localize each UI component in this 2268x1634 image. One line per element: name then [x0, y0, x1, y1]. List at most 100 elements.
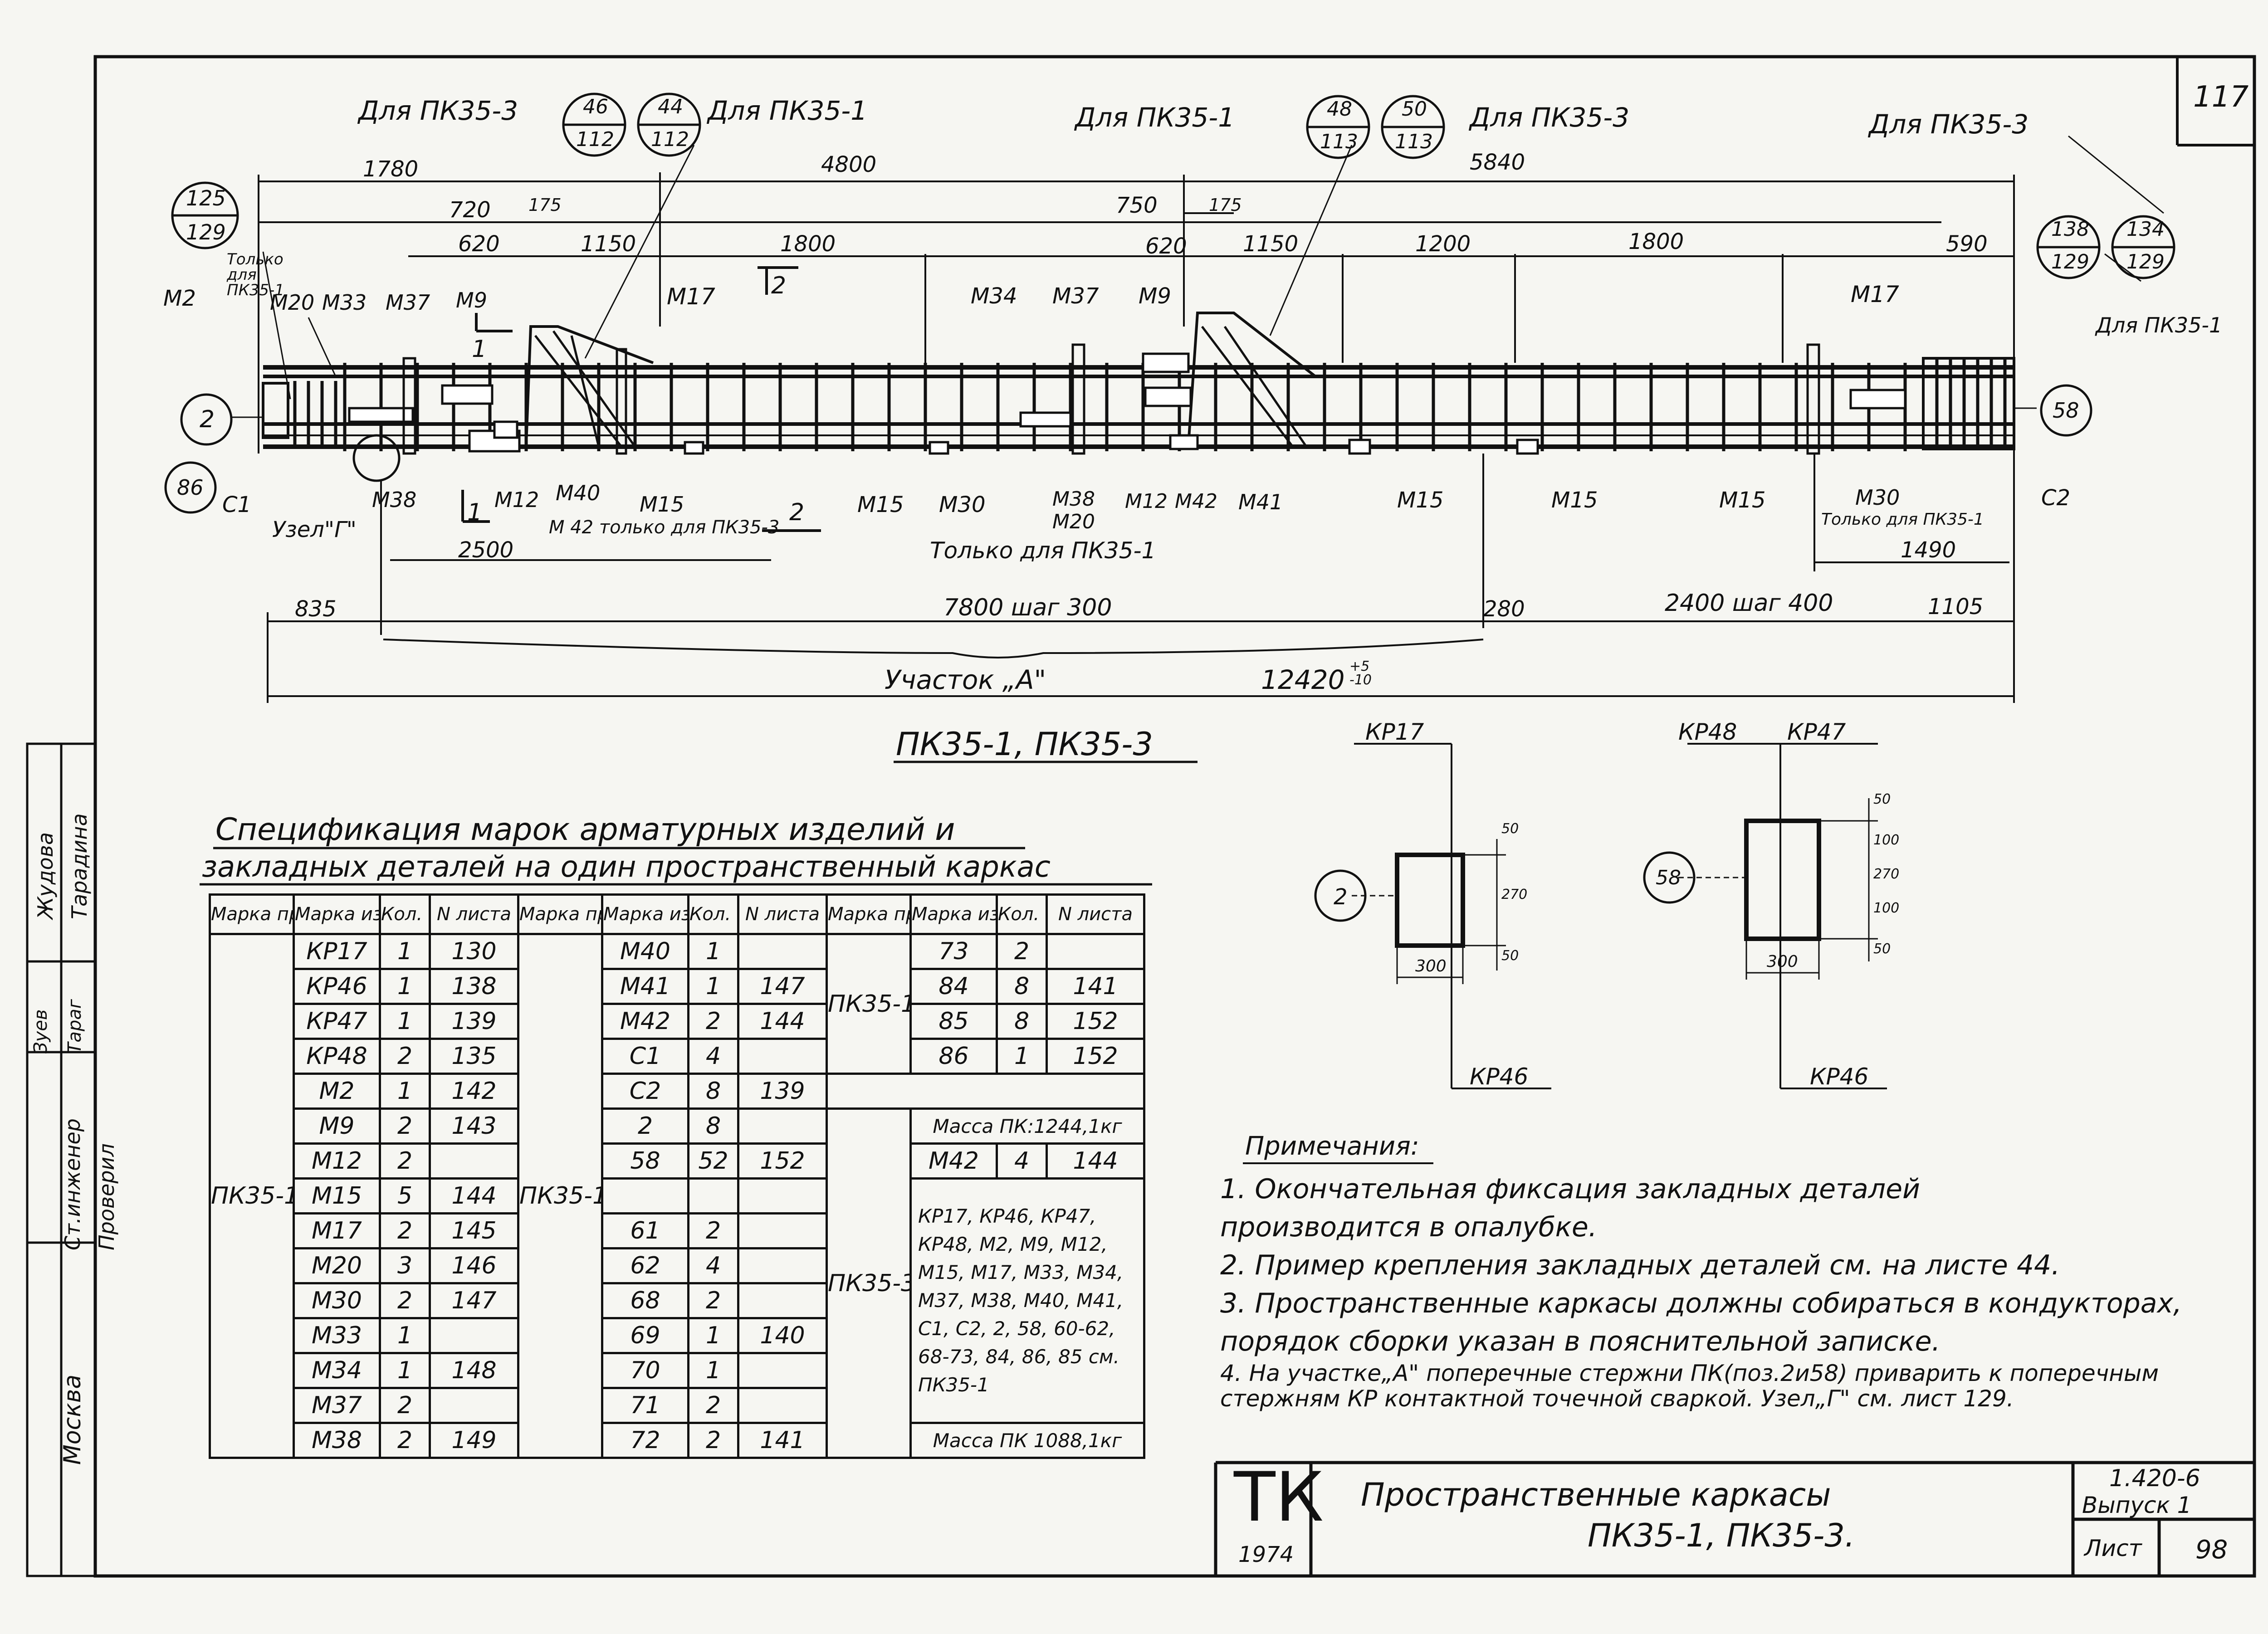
- stamp-title-line1: Пространственные каркасы: [1361, 1476, 1831, 1513]
- mark-m37b: М37: [1052, 283, 1099, 309]
- callout-46: 46: [583, 95, 608, 118]
- spec-table: Марка простр. каркаса Марка изде- лия Ко…: [209, 893, 1145, 1459]
- sheet-cell: 142: [429, 1073, 519, 1110]
- dim-1490: 1490: [1901, 537, 1956, 563]
- dim-tolerance: +5 -10: [1349, 658, 1372, 688]
- sec-dim-100a: 100: [1873, 832, 1900, 848]
- item-cell: М34: [293, 1352, 381, 1389]
- notes-title: Примечания:: [1245, 1132, 1419, 1161]
- qty-cell: 8: [687, 1073, 739, 1110]
- mark-m37a: М37: [386, 290, 430, 315]
- item-cell: М38: [293, 1422, 381, 1459]
- item-cell: 72: [601, 1422, 689, 1459]
- item-cell: М33: [293, 1317, 381, 1354]
- sec-dim-50d: 50: [1873, 941, 1891, 957]
- qty-cell: 1: [687, 968, 739, 1005]
- side-stamp: [26, 742, 97, 1577]
- dim-4800: 4800: [821, 152, 877, 177]
- sheet-cell: 140: [737, 1317, 828, 1354]
- note-line-4: 3. Пространственные каркасы должны собир…: [1220, 1288, 2182, 1319]
- callout-113a: 113: [1320, 130, 1358, 153]
- sheet-cell: 149: [429, 1422, 519, 1459]
- callout-113b: 113: [1395, 130, 1433, 153]
- note-m42-pk353: М 42 только для ПК35-3: [549, 517, 780, 538]
- mark-m9a: М9: [456, 288, 487, 312]
- hdr-item-2: Марка изде- лия: [601, 893, 689, 935]
- note-line-6: 4. На участке„А" поперечные стержни ПК(п…: [1220, 1360, 2159, 1386]
- hdr-sheet-3: N листа: [1046, 893, 1145, 935]
- mass-cell-1: Масса ПК:1244,1кг: [909, 1107, 1145, 1145]
- sec-dim-100b: 100: [1873, 900, 1900, 916]
- qty-cell: 1: [379, 1352, 431, 1389]
- sec-dim-50b: 50: [1501, 948, 1519, 964]
- label-for-pk351-mid: Для ПК35-1: [1075, 102, 1235, 133]
- item-cell: 73: [909, 933, 998, 970]
- qty-cell: 2: [687, 1003, 739, 1040]
- spec-header-row: Марка простр. каркаса Марка изде- лия Ко…: [209, 893, 1145, 935]
- sheet-cell: [429, 1142, 519, 1180]
- mark-m42: М42: [1175, 490, 1217, 513]
- sheet-cell: 138: [429, 968, 519, 1005]
- dim-620b: 620: [1145, 234, 1187, 259]
- label-for-pk353-mid: Для ПК35-3: [1470, 102, 1630, 133]
- section-mark-1-bottom: 1: [467, 499, 483, 526]
- mark-m34: М34: [971, 283, 1017, 309]
- item-cell: 62: [601, 1247, 689, 1284]
- stamp-sheet-number: 98: [2195, 1535, 2228, 1565]
- sheet-cell: [1046, 933, 1145, 970]
- hdr-qty-3: Кол. шт.: [996, 893, 1048, 935]
- qty-cell: 2: [379, 1142, 431, 1180]
- label-for-pk353-left: Для ПК35-3: [358, 95, 518, 126]
- hdr-frame-1: Марка простр. каркаса: [209, 893, 295, 935]
- sheet-cell: 148: [429, 1352, 519, 1389]
- callout-112b: 112: [651, 128, 689, 151]
- hdr-frame-2: Марка простр. каркаса: [517, 893, 603, 935]
- dim-1800b: 1800: [1628, 229, 1684, 254]
- sheet-cell: 152: [1046, 1003, 1145, 1040]
- pk353-item-list: КР17, КР46, КР47, КР48, М2, М9, М12, М15…: [909, 1177, 1145, 1424]
- mark-c1: С1: [222, 492, 252, 517]
- hdr-sheet-1: N листа: [429, 893, 519, 935]
- item-cell: С1: [601, 1038, 689, 1075]
- qty-cell: 4: [687, 1038, 739, 1075]
- qty-cell: 52: [687, 1142, 739, 1180]
- mark-m12b: М12: [1125, 490, 1168, 513]
- hdr-sheet-2: N листа: [737, 893, 828, 935]
- callout-125: 125: [186, 186, 226, 210]
- dim-835: 835: [295, 596, 337, 622]
- section-mark-1-top: 1: [472, 336, 487, 363]
- label-for-pk351-left: Для ПК35-1: [708, 95, 868, 126]
- sheet-cell: 141: [1046, 968, 1145, 1005]
- mark-m41: М41: [1238, 490, 1283, 514]
- item-cell: М9: [293, 1107, 381, 1145]
- qty-cell: 1: [687, 933, 739, 970]
- sheet-cell: [737, 1247, 828, 1284]
- dim-175a: 175: [528, 195, 562, 215]
- sheet-cell: [737, 1282, 828, 1319]
- callout-138: 138: [2051, 218, 2089, 241]
- callout-129b: 129: [2051, 250, 2089, 273]
- item-cell: 58: [601, 1142, 689, 1180]
- dim-12420: 12420: [1261, 664, 1345, 695]
- callout-50: 50: [1402, 98, 1427, 121]
- dim-2500: 2500: [458, 537, 514, 563]
- dim-1150b: 1150: [1243, 231, 1299, 257]
- mark-m15b: М15: [857, 492, 904, 517]
- qty-cell: 8: [687, 1107, 739, 1145]
- sec-dim-300a: 300: [1415, 957, 1447, 976]
- qty-cell: 4: [996, 1142, 1048, 1180]
- qty-cell: 2: [996, 933, 1048, 970]
- notes-list: 1. Окончательная фиксация закладных дета…: [1220, 1170, 2182, 1411]
- mark-m12a: М12: [494, 488, 539, 512]
- callout-48: 48: [1327, 98, 1352, 121]
- qty-cell: 1: [687, 1352, 739, 1389]
- item-cell: КР47: [293, 1003, 381, 1040]
